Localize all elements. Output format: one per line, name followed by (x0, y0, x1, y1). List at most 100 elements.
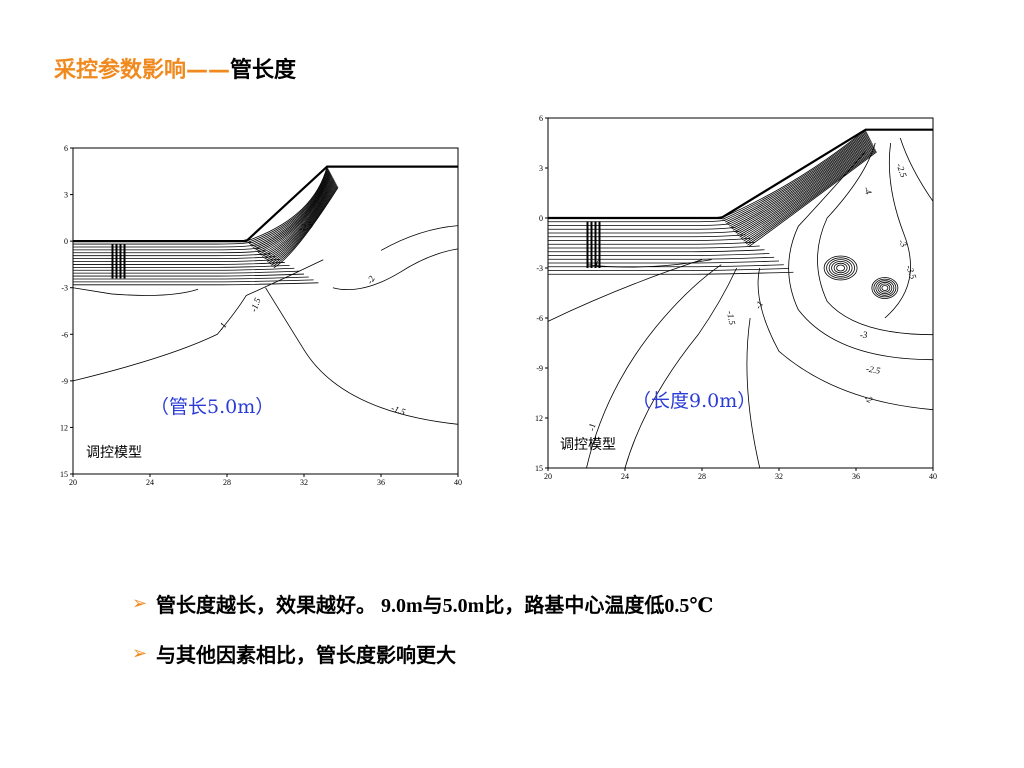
y-tick-label: -3 (61, 284, 68, 293)
y-tick-label: -3 (536, 264, 543, 273)
contour-line (548, 245, 760, 249)
contour-line (263, 179, 335, 259)
pipe-mark (111, 244, 114, 279)
contour-line (265, 287, 459, 425)
pipe-mark (598, 221, 601, 268)
contour-line (265, 181, 336, 261)
contour-line (586, 259, 712, 268)
contour-ring (828, 259, 853, 277)
contour-line (747, 150, 877, 246)
y-tick-label: 15 (535, 464, 543, 473)
y-tick-label: -9 (536, 364, 543, 373)
contour-line (270, 185, 338, 266)
contour-label: -3.5 (904, 264, 918, 281)
contour-line (727, 134, 869, 226)
x-tick-label: 28 (223, 478, 231, 487)
contour-line (743, 147, 875, 242)
contour-line (548, 234, 746, 238)
figure-caption-left: （管长5.0m） (150, 396, 275, 418)
contour-line (736, 142, 873, 235)
contour-line (251, 170, 330, 247)
x-tick-label: 20 (544, 472, 552, 481)
contour-line (253, 172, 331, 250)
contour-line (757, 267, 934, 411)
model-label-right: 调控模型 (560, 437, 616, 453)
y-tick-label: 0 (539, 214, 543, 223)
contour-line (548, 238, 751, 241)
model-label-left: 调控模型 (86, 445, 142, 461)
contour-line (273, 187, 339, 269)
plot-frame (72, 147, 459, 475)
contour-ring (875, 280, 895, 296)
title-prefix: 采控参数影响—— (54, 58, 231, 83)
contour-line (548, 215, 722, 219)
contour-label: -4 (862, 185, 874, 196)
contour-label: -2.5 (297, 219, 314, 233)
contour-ring (881, 285, 889, 291)
contour-label: 0 (596, 258, 601, 268)
contour-ring (879, 283, 891, 293)
pipe-mark (586, 221, 589, 268)
contour-line (268, 183, 337, 264)
contour-label: -2 (863, 393, 875, 406)
contour-line (788, 151, 934, 361)
figure-caption-right: （长度9.0m） (632, 390, 757, 412)
contour-line (73, 250, 266, 254)
contour-line (257, 175, 333, 253)
contour-line (742, 146, 875, 241)
bullet-text: 与其他因素相比，管长度影响更大 (156, 644, 456, 667)
contour-lines-right (547, 128, 934, 469)
slide-title: 采控参数影响——管长度 (54, 52, 296, 84)
y-tick-label: -6 (61, 330, 68, 339)
contour-line (728, 135, 870, 227)
contour-line (267, 182, 336, 262)
contour-line (73, 253, 271, 257)
contour-line (73, 241, 252, 245)
contour-line (73, 276, 309, 280)
contour-labels-left: -1-1.5-2-1.5-2.5 (216, 219, 407, 417)
contour-line (548, 230, 741, 234)
x-tick-label: 28 (698, 472, 706, 481)
contour-line (899, 137, 934, 202)
y-tick-label: 6 (539, 114, 543, 123)
contour-line (73, 238, 247, 242)
contour-line (624, 267, 738, 469)
bullet-list: ➢ 管长度越长，效果越好。 9.0m与5.0m比，路基中心温度低0.5℃ ➢ 与… (132, 588, 713, 688)
pipe-mark (119, 244, 122, 279)
pipe-mark (115, 244, 118, 279)
contour-line (255, 173, 332, 251)
x-tick-label: 36 (377, 478, 385, 487)
y-tick-label: -6 (536, 314, 543, 323)
contour-line (817, 142, 934, 336)
embankment-surface (73, 165, 458, 243)
pipe-mark (594, 221, 597, 268)
contour-line (732, 138, 871, 231)
contour-line (73, 267, 295, 271)
contour-line (721, 129, 866, 219)
contour-line (740, 145, 874, 239)
contour-ring (826, 257, 856, 279)
contour-ring (833, 262, 848, 274)
contour-line (73, 273, 305, 277)
contour-label: -3 (860, 330, 868, 340)
contour-line (548, 223, 731, 226)
contour-line (722, 130, 867, 220)
contour-line (73, 247, 261, 251)
contour-line (73, 279, 314, 283)
contour-label: -2.5 (895, 162, 909, 179)
contour-line (548, 268, 789, 271)
contour-line (73, 244, 256, 248)
contour-label: -1.5 (248, 296, 262, 313)
contour-label: -1 (586, 423, 597, 432)
contour-line (272, 186, 338, 267)
title-main: 管长度 (230, 58, 297, 83)
contour-line (548, 260, 780, 264)
contour-line (332, 248, 459, 291)
contour-line (725, 132, 868, 223)
contour-line (72, 259, 324, 382)
